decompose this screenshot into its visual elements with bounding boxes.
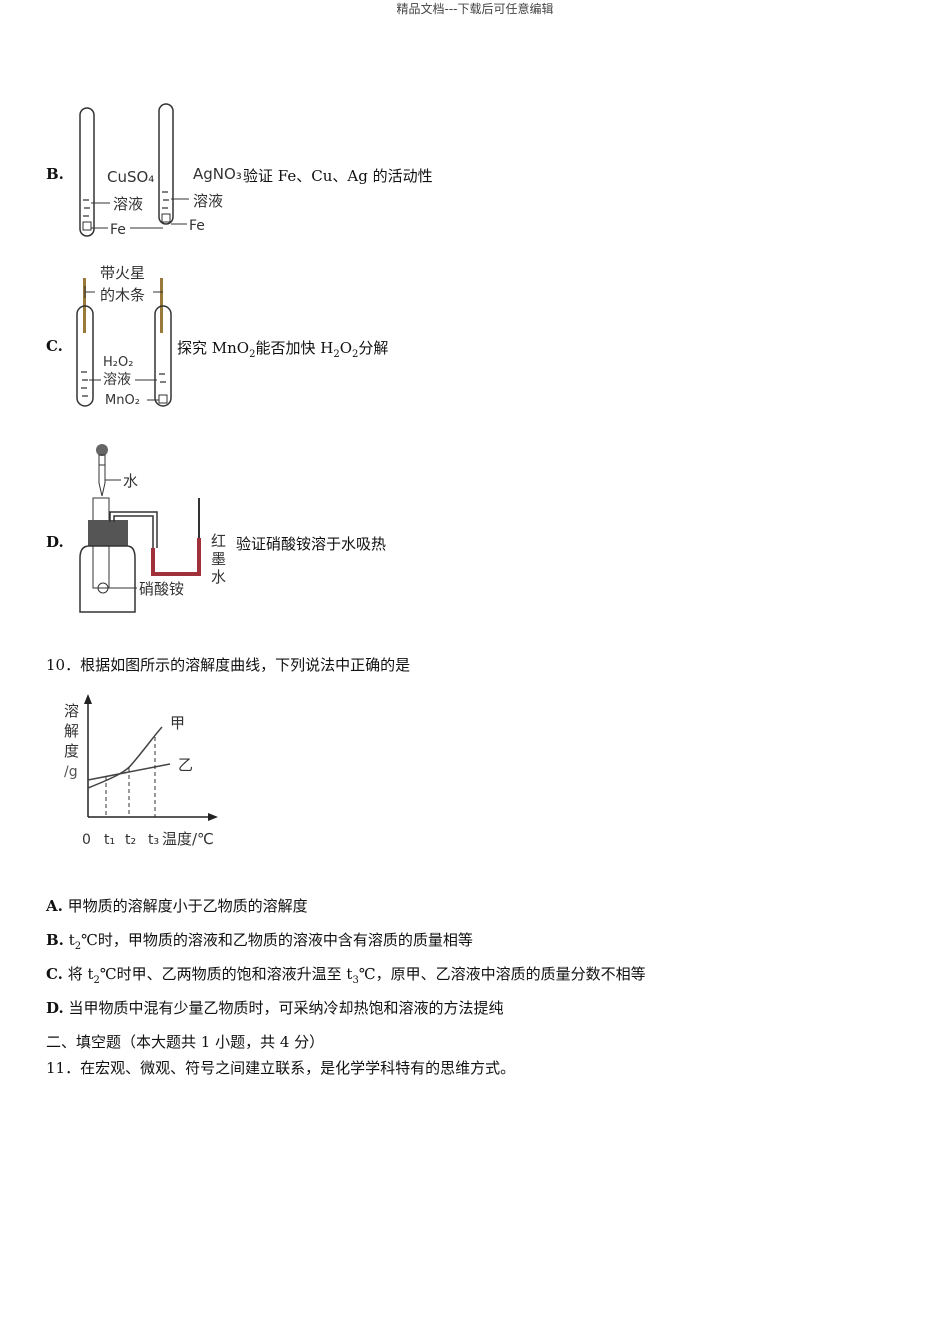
agno3-label: AgNO₃ [193,165,242,183]
page-header: 精品文档---下载后可任意编辑 [396,2,554,16]
q10-option-a: A. 甲物质的溶解度小于乙物质的溶解度 [46,897,308,915]
svg-text:水: 水 [211,568,226,586]
q10-option-d: D. 当甲物质中混有少量乙物质时，可采纳冷却热饱和溶液的方法提纯 [46,999,504,1017]
option-d-label: D. [46,533,64,551]
svg-text:水: 水 [123,472,138,490]
svg-text:墨: 墨 [211,550,226,568]
series-yi-label: 乙 [178,756,193,774]
fe-label-right: Fe [189,218,205,234]
svg-text:MnO₂: MnO₂ [105,393,140,408]
test-tubes-figure-c: 带火星 的木条 H₂O₂ 溶液 MnO₂ [76,264,172,408]
svg-text:温度/℃: 温度/℃ [162,830,214,848]
svg-text:红: 红 [211,532,226,550]
svg-text:溶液: 溶液 [103,372,131,388]
question-11: 11．在宏观、微观、符号之间建立联系，是化学学科特有的思维方式。 [46,1059,516,1077]
svg-text:度: 度 [64,742,79,760]
svg-text:硝酸铵: 硝酸铵 [139,580,184,598]
q10-option-c: C. 将 t2℃时甲、乙两物质的饱和溶液升温至 t3℃，原甲、乙溶液中溶质的质量… [46,965,646,986]
solubility-chart: 溶 解 度 /g 甲 乙 0 t₁ t₂ t₃ 温度/℃ [64,694,218,848]
q10-option-b: B. t2℃时，甲物质的溶液和乙物质的溶液中含有溶质的质量相等 [46,931,473,952]
fe-label-left: Fe [110,222,126,238]
series-jia-label: 甲 [170,714,185,732]
option-d-text: 验证硝酸铵溶于水吸热 [236,535,387,553]
svg-text:的木条: 的木条 [100,286,145,304]
svg-text:t₂: t₂ [125,832,136,848]
question-10: 10．根据如图所示的溶解度曲线，下列说法中正确的是 [46,656,411,674]
cuso4-label: CuSO₄ [107,168,154,186]
svg-text:t₃: t₃ [148,832,159,848]
svg-text:H₂O₂: H₂O₂ [103,355,133,370]
solution-label-left: 溶液 [113,195,143,213]
option-b-text: 验证 Fe、Cu、Ag 的活动性 [243,167,433,185]
option-c-text: 探究 MnO2能否加快 H2O2分解 [177,339,389,360]
solution-label-right: 溶液 [193,192,223,210]
test-tubes-figure-b: CuSO₄ 溶液 AgNO₃ 溶液 Fe Fe [79,103,242,238]
option-c-label: C. [46,337,63,355]
svg-text:t₁: t₁ [104,832,115,848]
svg-text:0: 0 [82,832,91,848]
section-title: 二、填空题（本大题共 1 小题，共 4 分） [46,1033,325,1051]
svg-text:解: 解 [64,722,79,740]
option-b-label: B. [46,165,64,183]
svg-text:带火星: 带火星 [100,264,145,282]
svg-text:溶: 溶 [64,702,79,720]
apparatus-figure-d: 水 硝酸铵 红 墨 水 [79,444,226,613]
svg-text:/g: /g [64,764,78,780]
